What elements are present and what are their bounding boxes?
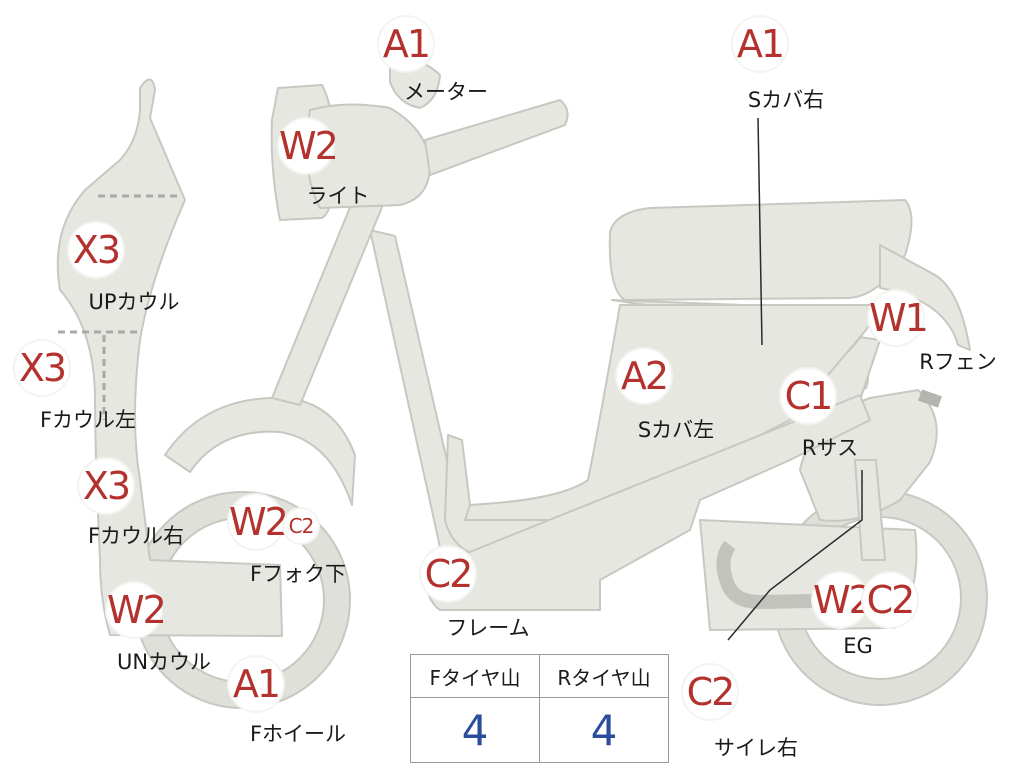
rear-tire-value: 4 [539,697,669,763]
rear-tire-header: Rタイヤ山 [539,654,669,698]
front-tire-header: Fタイヤ山 [410,654,540,698]
part-label-engine: EG [843,634,873,658]
part-label-front-cowl-left: Fカウル左 [39,408,137,432]
part-code-badge: C1 [781,369,835,423]
part-label-seat-cover-right: Sカバ右 [747,88,825,112]
part-code-badge: C2 [863,573,917,627]
front-fork [271,194,386,406]
handlebar [424,99,569,176]
part-code-badge: W2 [813,573,873,627]
part-code-badge: A1 [733,17,787,71]
part-label-rear-fender: Rフェン [919,350,997,374]
tire-tread-table: Fタイヤ山 Rタイヤ山 4 4 [410,654,669,763]
part-code-badge: W2 [229,495,289,549]
part-code-badge: A1 [379,17,433,71]
part-code-badge: C2 [683,665,737,719]
part-code-badge: A2 [617,349,671,403]
part-label-seat-cover-left: Sカバ左 [637,418,715,442]
part-label-front-fork-lower: Fフォク下 [249,562,347,586]
part-code-badge: A1 [229,657,283,711]
part-label-front-cowl-right: Fカウル右 [87,524,185,548]
part-label-rear-suspension: Rサス [801,436,859,460]
part-code-badge: C2 [421,547,475,601]
part-code-badge: C2 [284,509,318,543]
part-label-light: ライト [306,184,370,208]
part-code-badge: W2 [279,119,339,173]
front-tire-value: 4 [410,697,540,763]
part-label-frame: フレーム [446,616,530,640]
part-label-meter: メーター [404,80,488,104]
part-label-front-wheel: Fホイール [249,722,347,746]
part-code-badge: X3 [15,341,69,395]
part-code-badge: X3 [79,459,133,513]
part-code-badge: X3 [69,223,123,277]
part-label-muffler-right: サイレ右 [714,736,798,760]
front-fender [164,396,356,506]
part-label-under-cowl: UNカウル [116,650,212,674]
part-label-upper-cowl: UPカウル [88,290,180,314]
part-code-badge: W2 [107,583,167,637]
part-code-badge: W1 [869,291,929,345]
